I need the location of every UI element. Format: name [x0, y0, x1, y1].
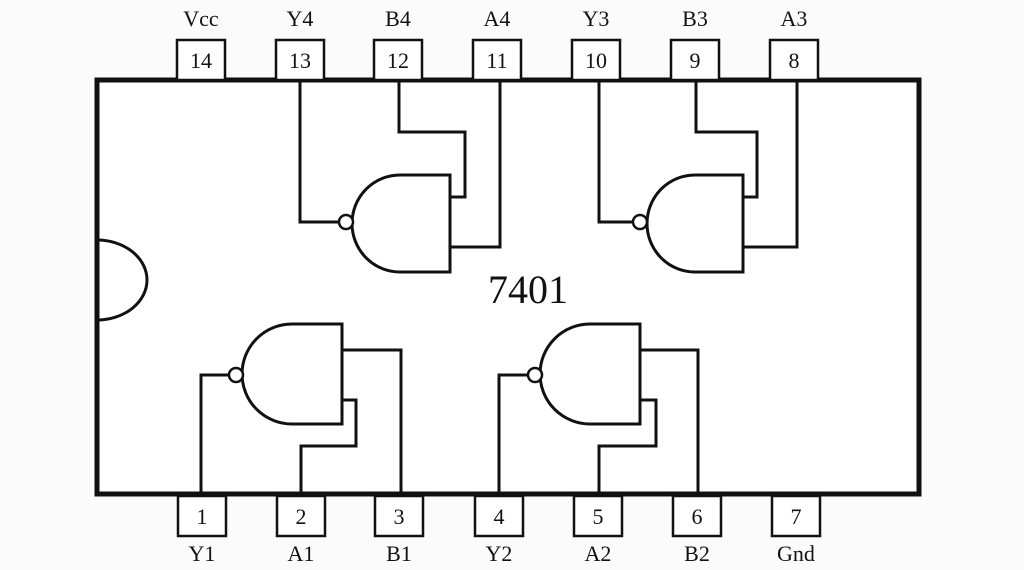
- gate-4-wire-b4: [397, 80, 467, 199]
- gate-3-wire-b3: [694, 80, 759, 199]
- pin-7: 7 Gnd: [770, 494, 822, 566]
- pin-6-label: B2: [684, 541, 710, 566]
- gate-2-body: [538, 322, 642, 426]
- gate-2-wire-y2: [497, 373, 529, 496]
- gate-4-wire-a4: [450, 80, 502, 249]
- pin-9: 9 B3: [669, 6, 721, 82]
- chip-body: [94, 77, 922, 497]
- pin-3: 3 B1: [373, 494, 425, 566]
- pin-8-number: 8: [789, 48, 800, 73]
- pin-4-number: 4: [494, 504, 505, 529]
- gate-3-body: [645, 173, 745, 274]
- pin-9-number: 9: [690, 48, 701, 73]
- pin-13-number: 13: [289, 48, 311, 73]
- pin-12: 12 B4: [372, 6, 424, 82]
- gate-4-body: [350, 173, 452, 274]
- gate-1-wire-b1: [342, 348, 403, 496]
- pin-3-number: 3: [394, 504, 405, 529]
- pin-14: 14 Vcc: [175, 6, 227, 82]
- pin-4: 4 Y2: [473, 494, 525, 566]
- nand-gate-3: [597, 80, 799, 274]
- pin-8-label: A3: [781, 6, 808, 31]
- gate-3-wire-y3: [597, 80, 634, 224]
- pin-11: 11 A4: [471, 6, 523, 82]
- pin-10: 10 Y3: [570, 6, 622, 82]
- gate-1-body: [240, 322, 344, 426]
- pin-2-number: 2: [296, 504, 307, 529]
- pin-1: 1 Y1: [176, 494, 228, 566]
- chip-part-number: 7401: [488, 267, 568, 312]
- nand-gate-4: [298, 80, 502, 274]
- pin-3-label: B1: [386, 541, 412, 566]
- pin-5: 5 A2: [572, 494, 624, 566]
- pin-10-label: Y3: [583, 6, 610, 31]
- gate-4-inverter-bubble: [337, 213, 355, 231]
- gate-3-wire-a3: [743, 80, 799, 249]
- pin-7-number: 7: [791, 504, 802, 529]
- pin-1-label: Y1: [189, 541, 216, 566]
- pin-11-label: A4: [484, 6, 511, 31]
- gate-4-wire-y4: [298, 80, 340, 224]
- gate-1-inverter-bubble: [227, 366, 245, 384]
- pin-11-number: 11: [486, 48, 507, 73]
- pin-12-label: B4: [385, 6, 411, 31]
- nand-gate-2: [497, 322, 700, 496]
- pin-5-label: A2: [585, 541, 612, 566]
- gate-2-inverter-bubble: [526, 366, 544, 384]
- pin-1-number: 1: [197, 504, 208, 529]
- pin-5-number: 5: [593, 504, 604, 529]
- pin-6: 6 B2: [671, 494, 723, 566]
- pin-8: 8 A3: [768, 6, 820, 82]
- gate-1-wire-a1: [299, 398, 358, 496]
- pin-7-label: Gnd: [777, 541, 815, 566]
- pin-14-label: Vcc: [183, 6, 219, 31]
- nand-gate-1: [199, 322, 403, 496]
- pin-9-label: B3: [682, 6, 708, 31]
- pin-10-number: 10: [585, 48, 607, 73]
- orientation-notch: [96, 238, 149, 322]
- pin-13: 13 Y4: [274, 6, 326, 82]
- gate-1-wire-y1: [199, 373, 230, 496]
- gate-2-wire-b2: [640, 348, 700, 496]
- pin-2: 2 A1: [275, 494, 327, 566]
- pin-12-number: 12: [387, 48, 409, 73]
- gate-2-wire-a2: [597, 398, 658, 496]
- pin-4-label: Y2: [486, 541, 513, 566]
- pin-14-number: 14: [190, 48, 212, 73]
- pin-2-label: A1: [288, 541, 315, 566]
- pin-6-number: 6: [692, 504, 703, 529]
- pin-13-label: Y4: [287, 6, 314, 31]
- gate-3-inverter-bubble: [631, 213, 649, 231]
